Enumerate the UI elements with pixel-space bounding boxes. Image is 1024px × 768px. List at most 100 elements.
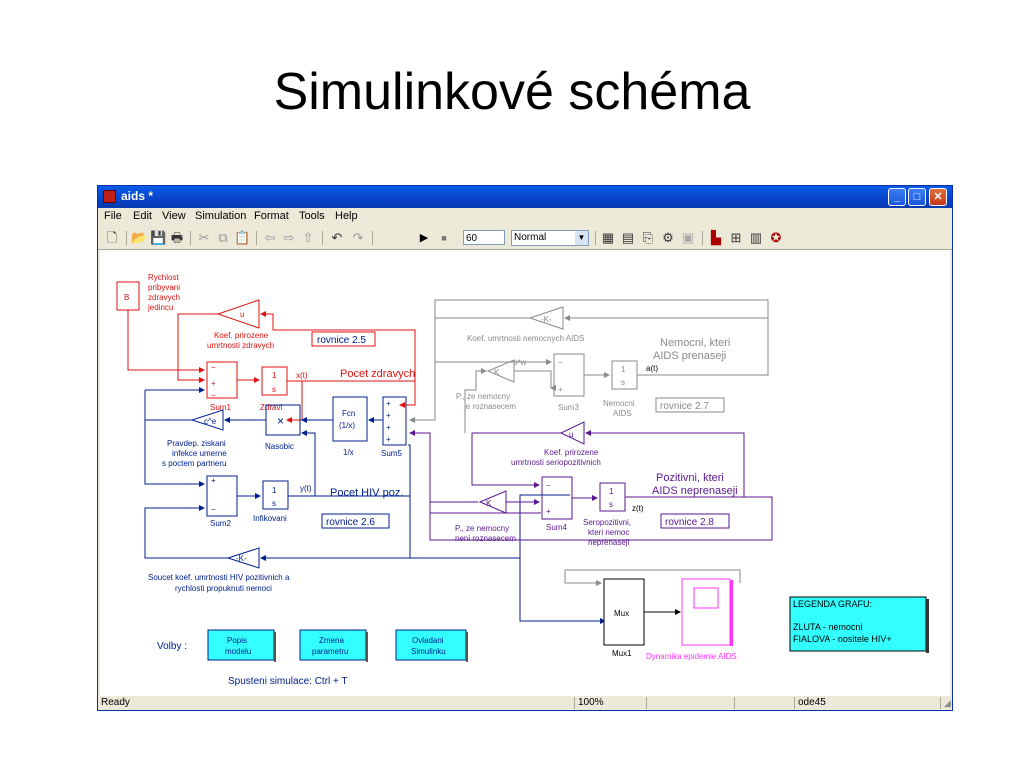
mux-label: Mux [614,609,629,618]
menu-file[interactable]: File [104,210,122,222]
save-icon[interactable]: 💾 [150,230,167,245]
menu-format[interactable]: Format [254,210,289,222]
up-icon[interactable]: ⇧ [302,230,314,245]
popis-modelu-button[interactable]: Popis modelu [207,629,276,662]
menu-tools[interactable]: Tools [299,210,325,222]
scope-caption: Dynamika epidemie AIDS [646,652,737,661]
koef-sero-caption: umrtnosti seriopozitivnich [511,458,601,467]
scope-shadow [730,580,733,646]
sum1-caption: Sum1 [210,403,231,412]
exp-gain-block[interactable] [190,409,224,431]
seropoz-caption: neprenaseji [588,538,630,547]
koef-nemocnych-gain[interactable] [528,306,564,330]
z-t-label: z(t) [632,504,644,513]
menu-help[interactable]: Help [335,210,358,222]
copy-icon[interactable]: ⧉ [218,230,228,245]
debug-icon[interactable]: ▣ [681,230,695,245]
minimize-button[interactable]: _ [888,188,906,206]
k-label: K [486,499,492,508]
find-icon[interactable]: ⊞ [730,230,742,245]
stop-time-input[interactable]: 60 [463,230,505,245]
rovnice-2-6-box[interactable] [321,513,390,529]
toolbar-separator [702,231,703,245]
help-icon[interactable]: ✪ [770,230,782,245]
library-browser-icon[interactable]: ▥ [749,230,763,245]
zmena-parametru-button[interactable]: Zmena parametru [299,629,368,662]
menu-view[interactable]: View [162,210,186,222]
koef-sero-gain[interactable] [559,421,585,445]
nemocni-kteri-label: AIDS prenaseji [653,350,726,362]
model-browser-icon[interactable]: ▙ [711,230,721,245]
undo-icon[interactable]: ↶ [331,230,343,245]
toolbar-separator [256,231,257,245]
infikovani-caption: Infikovani [253,514,287,523]
paste-icon[interactable]: 📋 [234,230,251,245]
pze-je-gain[interactable] [486,359,515,383]
fcn-block[interactable] [332,396,368,442]
button-shadow [274,632,276,662]
nasobic-caption: Nasobic [265,442,294,451]
integrator-den: s [609,500,613,509]
toolbar-separator [595,231,596,245]
close-button[interactable]: ✕ [929,188,947,206]
library-icon[interactable]: ▤ [621,230,635,245]
resize-grip-icon[interactable]: ◢ [940,697,952,709]
redo-icon[interactable]: ↷ [352,230,364,245]
soucet-caption: Soucet koef. umrtnosti HIV pozitivnich a [148,573,290,582]
forward-icon[interactable]: ⇨ [283,230,295,245]
maximize-button[interactable]: □ [908,188,926,206]
update-icon[interactable]: ⎘ [642,230,654,245]
print-icon[interactable]: 🖶 [170,230,184,245]
stop-icon[interactable]: ■ [441,233,447,243]
menu-simulation[interactable]: Simulation [195,210,247,222]
nemocni-caption: AIDS [613,409,632,418]
simulink-app-icon [103,190,116,203]
fcn-caption: 1/x [343,448,354,457]
pravdep-caption: s poctem partneru [162,459,226,468]
window-titlebar[interactable]: aids * _ □ ✕ [98,186,952,208]
k-gain-label: -K- [541,315,552,324]
sum5-block[interactable] [382,396,407,446]
rovnice-2-7-box[interactable] [655,397,725,413]
toolbar: 🗋 📂 💾 🖶 ✂ ⧉ 📋 ⇦ ⇨ ⇧ ↶ ↷ ▶ ■ 60 Normal ▼ … [98,227,952,250]
build-icon[interactable]: ▦ [601,230,615,245]
mux-block[interactable] [603,578,645,646]
pze-je-caption: P., ze nemocny [456,392,510,401]
chevron-down-icon[interactable]: ▼ [575,231,588,245]
button-shadow [466,632,468,662]
cut-icon[interactable]: ✂ [198,230,210,245]
pozitivni-label: Pozitivni, kteri [656,472,724,484]
sum5-sign: + [386,399,391,408]
sum1-sign: + [211,379,216,388]
koef-zdravych-gain[interactable] [216,299,260,329]
zoom-level: 100% [574,697,646,709]
open-icon[interactable]: 📂 [131,230,148,245]
back-icon[interactable]: ⇦ [264,230,276,245]
legend-box[interactable] [789,596,927,652]
koef-zdravych-caption: umrtnosti zdravych [207,341,274,350]
sum5-sign: + [386,411,391,420]
explorer-icon[interactable]: ⚙ [662,230,674,245]
soucet-gain-block[interactable] [226,547,260,569]
sum3-caption: Sum3 [558,403,579,412]
model-canvas[interactable]: B Rychlost pribyvani zdravych jedincu u … [100,250,950,696]
play-icon[interactable]: ▶ [419,232,429,244]
scope-block[interactable] [681,578,731,646]
ovladani-simulinku-button[interactable]: Ovladani Simulinku [395,629,468,662]
infikovani-integrator[interactable] [262,480,289,510]
rovnice-2-8-label: rovnice 2.8 [665,517,714,528]
new-icon[interactable]: 🗋 [106,230,118,245]
block-diagram[interactable]: B Rychlost pribyvani zdravych jedincu u … [100,250,950,696]
fcn-text: Fcn [342,409,355,418]
legend-entry: FIALOVA - nositele HIV+ [793,634,892,644]
rovnice-2-5-box[interactable] [311,331,376,347]
fcn-text: (1/x) [339,421,355,430]
pze-neni-gain[interactable] [478,490,507,514]
ovladani-button-bg[interactable] [395,629,467,661]
sum3-sign: − [558,358,563,367]
rovnice-2-8-box[interactable] [660,513,730,529]
x-t-label: x(t) [296,371,308,380]
menu-edit[interactable]: Edit [133,210,152,222]
status-empty-cell [646,697,734,709]
simulation-mode-select[interactable]: Normal ▼ [511,230,589,246]
